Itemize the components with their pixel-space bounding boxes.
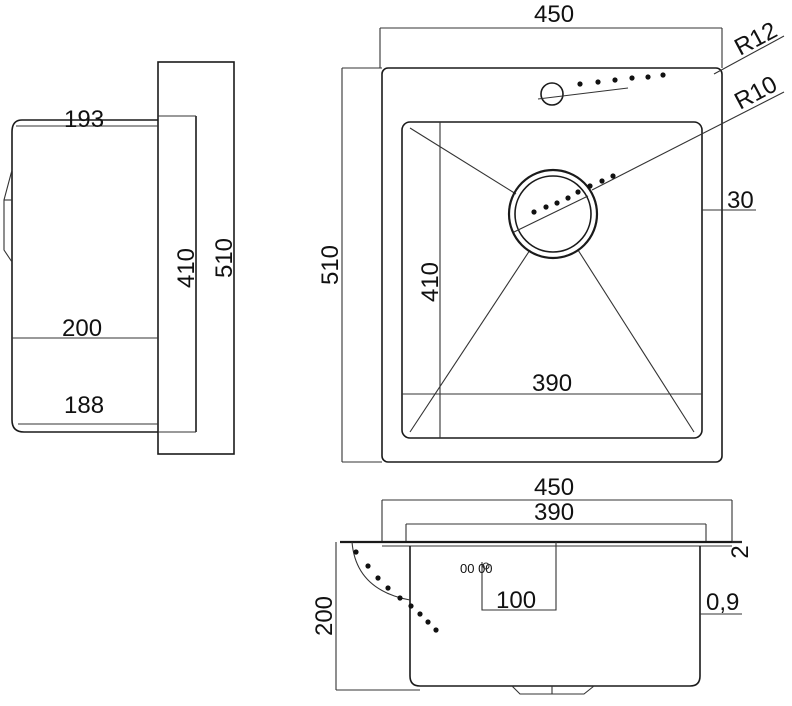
faucet-hole [540, 82, 564, 106]
front-bowl-outline [409, 546, 701, 687]
front-overall-width-label: 450 [534, 474, 574, 501]
top-overall-length-label: 510 [317, 245, 344, 285]
slope-line-bottom-left [409, 249, 531, 433]
front-flange-thickness-label: 2 [727, 545, 754, 558]
inner-radius-label: R10 [730, 71, 782, 116]
top-bowl-length-label: 410 [417, 262, 444, 302]
front-bowl-width-label: 390 [534, 499, 574, 526]
outer-radius-label: R12 [730, 17, 782, 62]
slope-line-top-left [409, 127, 517, 195]
side-depth-middle-label: 200 [62, 315, 102, 342]
slope-line-bottom-right [577, 249, 695, 433]
drain-dot-row [531, 173, 616, 215]
top-overall-width-label: 450 [534, 1, 574, 28]
side-flange-outline [157, 61, 235, 455]
rim-width-label: 30 [727, 187, 754, 214]
front-wall-thickness-label: 0,9 [706, 589, 739, 616]
drain-diameter-line [513, 195, 589, 233]
faucet-leader-line [537, 87, 629, 100]
side-drain-bump [3, 169, 13, 263]
front-depth-label: 200 [311, 596, 338, 636]
front-drain-offset-label: 100 [496, 587, 536, 614]
top-bowl-width-label: 390 [532, 370, 572, 397]
side-depth-bottom-label: 188 [64, 392, 104, 419]
front-dot-row [353, 549, 439, 633]
faucet-dot-row [577, 72, 666, 87]
side-view: 193 200 188 410 510 [3, 61, 238, 455]
front-drain-marks: 00 00 [460, 561, 493, 576]
front-view: 450 390 200 2 0,9 100 00 00 [311, 474, 754, 695]
drain-inner-ring [514, 175, 592, 253]
r12-leader [713, 35, 785, 75]
top-deck-outline [381, 67, 723, 463]
side-bowl-length-label: 410 [173, 248, 200, 288]
drain-pin-icon [482, 562, 490, 570]
top-bowl-outline [401, 121, 703, 439]
top-view: 450 510 410 390 R12 R10 30 [317, 1, 785, 463]
side-depth-top-label: 193 [64, 106, 104, 133]
side-bowl-profile [11, 119, 158, 433]
front-curve-arc [351, 541, 411, 601]
side-overall-length-label: 510 [211, 238, 238, 278]
drain-outer-ring [507, 168, 599, 260]
front-100-dim-box [481, 542, 557, 611]
r10-leader [591, 91, 785, 191]
front-drain-outlet [511, 685, 595, 695]
